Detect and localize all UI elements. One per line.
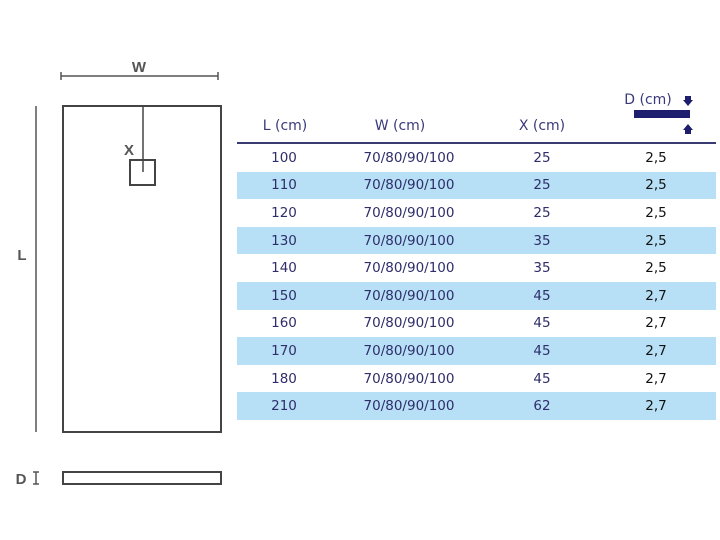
cell-w: 70/80/90/100 <box>363 204 455 221</box>
cell-d: 2,7 <box>645 398 667 415</box>
tray-profile <box>62 471 222 485</box>
cell-l: 120 <box>271 204 297 221</box>
cell-x: 62 <box>533 398 551 415</box>
table-row: 170 70/80/90/100 45 2,7 <box>237 337 716 365</box>
cell-l: 150 <box>271 287 297 304</box>
drain-square <box>129 159 156 186</box>
cell-d: 2,5 <box>645 260 667 277</box>
header-x: X (cm) <box>518 118 566 134</box>
table-row: 130 70/80/90/100 35 2,5 <box>237 226 716 255</box>
cell-x: 45 <box>533 315 551 332</box>
cell-l: 170 <box>271 342 297 359</box>
cell-x: 35 <box>533 232 551 249</box>
cell-l: 160 <box>271 315 297 332</box>
cell-w: 70/80/90/100 <box>363 287 455 304</box>
cell-d: 2,5 <box>645 149 667 166</box>
cell-d: 2,7 <box>645 370 667 387</box>
arrow-up-icon <box>683 124 693 134</box>
drain-label: X <box>124 142 134 159</box>
cell-d: 2,7 <box>645 315 667 332</box>
cell-x: 25 <box>533 149 551 166</box>
table-row: 100 70/80/90/100 25 2,5 <box>237 144 716 172</box>
depth-bar-icon <box>634 110 690 118</box>
table-row: 110 70/80/90/100 25 2,5 <box>237 171 716 200</box>
table-header: L (cm) W (cm) X (cm) D (cm) <box>237 84 716 144</box>
cell-w: 70/80/90/100 <box>363 232 455 249</box>
table-row: 120 70/80/90/100 25 2,5 <box>237 199 716 227</box>
header-d: D (cm) <box>624 92 672 108</box>
header-w: W (cm) <box>374 118 426 134</box>
table-row: 210 70/80/90/100 62 2,7 <box>237 392 716 420</box>
cell-d: 2,7 <box>645 287 667 304</box>
table-row: 140 70/80/90/100 35 2,5 <box>237 254 716 282</box>
cell-w: 70/80/90/100 <box>363 342 455 359</box>
cell-d: 2,5 <box>645 232 667 249</box>
cell-d: 2,7 <box>645 342 667 359</box>
cell-l: 180 <box>271 370 297 387</box>
table-row: 180 70/80/90/100 45 2,7 <box>237 365 716 393</box>
cell-w: 70/80/90/100 <box>363 370 455 387</box>
arrow-down-icon <box>683 96 693 106</box>
length-label: L <box>17 247 26 264</box>
cell-l: 210 <box>271 398 297 415</box>
cell-w: 70/80/90/100 <box>363 177 455 194</box>
depth-label: D <box>16 471 27 488</box>
cell-w: 70/80/90/100 <box>363 315 455 332</box>
cell-w: 70/80/90/100 <box>363 398 455 415</box>
cell-d: 2,5 <box>645 177 667 194</box>
table-row: 150 70/80/90/100 45 2,7 <box>237 281 716 310</box>
cell-x: 45 <box>533 287 551 304</box>
cell-x: 25 <box>533 177 551 194</box>
width-label: W <box>132 59 147 76</box>
cell-w: 70/80/90/100 <box>363 260 455 277</box>
cell-l: 100 <box>271 149 297 166</box>
cell-x: 45 <box>533 342 551 359</box>
cell-d: 2,5 <box>645 204 667 221</box>
tray-outline <box>62 105 222 433</box>
cell-x: 45 <box>533 370 551 387</box>
cell-l: 110 <box>271 177 297 194</box>
cell-l: 140 <box>271 260 297 277</box>
table-row: 160 70/80/90/100 45 2,7 <box>237 310 716 338</box>
cell-l: 130 <box>271 232 297 249</box>
cell-x: 25 <box>533 204 551 221</box>
cell-x: 35 <box>533 260 551 277</box>
cell-w: 70/80/90/100 <box>363 149 455 166</box>
dimensions-table: L (cm) W (cm) X (cm) D (cm) 100 70/80/90/… <box>237 84 716 420</box>
header-l: L (cm) <box>262 118 308 134</box>
